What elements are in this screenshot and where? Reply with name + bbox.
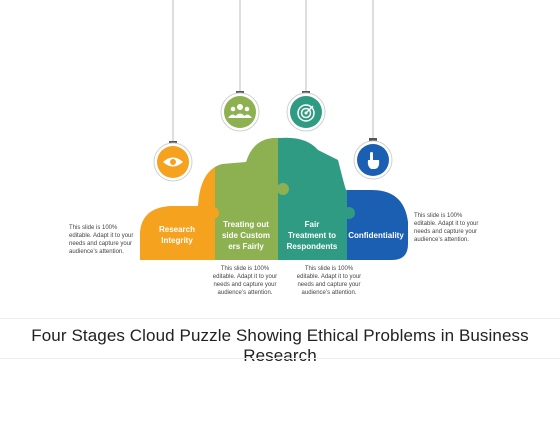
- puzzle-tab: [207, 207, 219, 219]
- pendant-3: [286, 91, 326, 132]
- target-icon: [297, 104, 315, 122]
- segment-1-label: Research Integrity: [158, 225, 196, 245]
- segment-2-label: Treating out side Custom ers Fairly: [221, 220, 270, 251]
- hand-pointer-icon: [367, 152, 380, 169]
- people-icon: [228, 104, 252, 118]
- pendant-2: [220, 91, 260, 132]
- divider: [0, 358, 560, 359]
- pendant-1: [153, 141, 193, 182]
- note-bottom-1: This slide is 100% editable. Adapt it to…: [212, 266, 278, 296]
- divider: [0, 318, 560, 319]
- note-bottom-2: This slide is 100% editable. Adapt it to…: [296, 266, 362, 296]
- note-left: This slide is 100% editable. Adapt it to…: [69, 225, 134, 255]
- puzzle-tab: [343, 207, 355, 219]
- segment-4-label: Confidentiality: [348, 231, 404, 240]
- puzzle-tab: [277, 183, 289, 195]
- eye-icon: [163, 157, 183, 167]
- pendant-4: [353, 138, 393, 180]
- page-title: Four Stages Cloud Puzzle Showing Ethical…: [31, 326, 529, 365]
- note-right: This slide is 100% editable. Adapt it to…: [414, 213, 479, 243]
- segment-3-label: Fair Treatment to Respondents: [286, 220, 338, 251]
